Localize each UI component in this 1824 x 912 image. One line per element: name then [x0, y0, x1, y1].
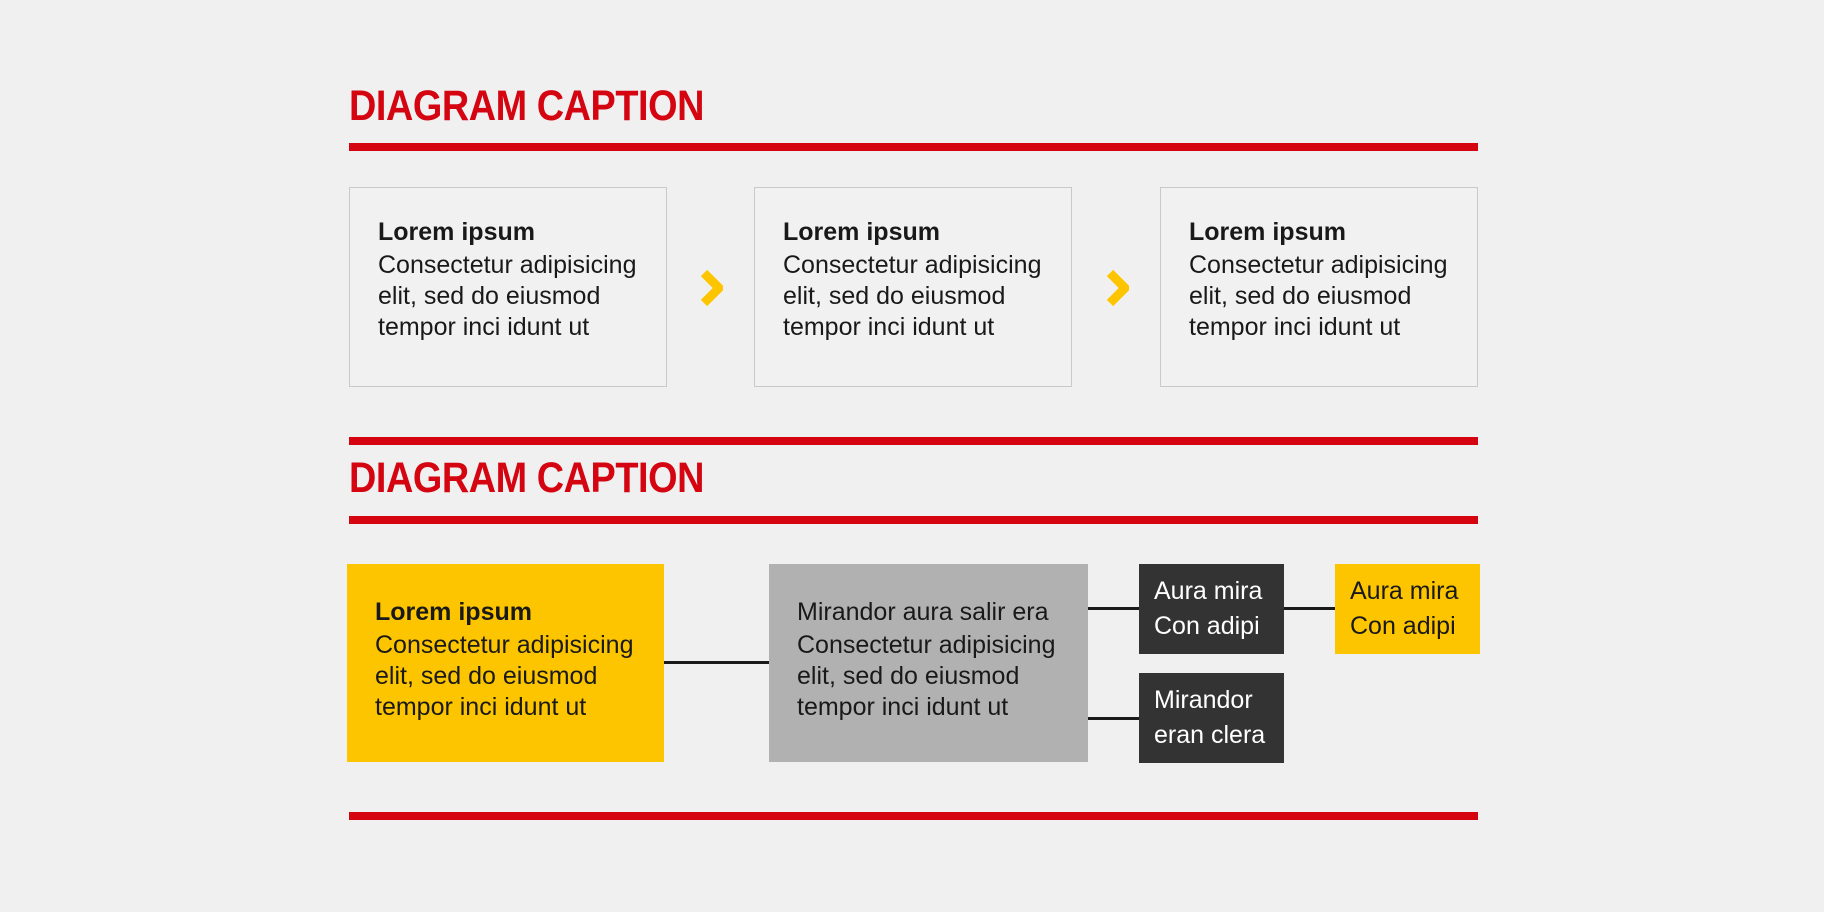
step-text-line: elit, sed do eiusmod [378, 282, 601, 310]
process-step-1: Lorem ipsum Consectetur adipisicing elit… [349, 187, 667, 387]
step-text-line: elit, sed do eiusmod [783, 282, 1006, 310]
step-text-line: Consectetur adipisicing [783, 251, 1042, 279]
connector-line [664, 661, 769, 664]
red-rule-top [349, 143, 1478, 151]
process-step-3: Lorem ipsum Consectetur adipisicing elit… [1160, 187, 1478, 387]
chevron-right-icon [1106, 269, 1129, 307]
flow-branch-top-child-node: Aura mira Con adipi [1335, 564, 1480, 654]
flow-branch-bottom-node: Mirandor eran clera [1139, 673, 1284, 763]
node-text-line: Mirandor [1154, 686, 1253, 714]
red-rule-middle-lower [349, 516, 1478, 524]
step-title: Lorem ipsum [1189, 218, 1346, 246]
node-text-line: Aura mira [1350, 577, 1459, 605]
node-text-line: Con adipi [1350, 612, 1456, 640]
step-title: Lorem ipsum [378, 218, 535, 246]
step-text-line: tempor inci idunt ut [783, 313, 995, 341]
connector-line [1088, 607, 1139, 610]
connector-line [1284, 607, 1335, 610]
node-text-line: tempor inci idunt ut [797, 693, 1009, 721]
connector-line [1088, 717, 1139, 720]
flow-middle-node: Mirandor aura salir era Consectetur adip… [769, 564, 1088, 762]
red-rule-middle-upper [349, 437, 1478, 445]
node-text-line: Mirandor aura salir era [797, 598, 1049, 626]
red-rule-bottom [349, 812, 1478, 820]
node-text-line: elit, sed do eiusmod [797, 662, 1020, 690]
step-text-line: Consectetur adipisicing [1189, 251, 1448, 279]
node-text-line: tempor inci idunt ut [375, 693, 587, 721]
node-text-line: elit, sed do eiusmod [375, 662, 598, 690]
diagram-caption-2: DIAGRAM CAPTION [349, 454, 704, 502]
node-title: Lorem ipsum [375, 598, 532, 626]
node-text-line: Aura mira [1154, 577, 1263, 605]
node-text-line: Consectetur adipisicing [797, 631, 1056, 659]
flow-branch-top-node: Aura mira Con adipi [1139, 564, 1284, 654]
step-text-line: tempor inci idunt ut [378, 313, 590, 341]
process-step-2: Lorem ipsum Consectetur adipisicing elit… [754, 187, 1072, 387]
node-text-line: eran clera [1154, 721, 1266, 749]
diagram-caption-1: DIAGRAM CAPTION [349, 82, 704, 130]
chevron-right-icon [700, 269, 723, 307]
step-text-line: elit, sed do eiusmod [1189, 282, 1412, 310]
node-text-line: Consectetur adipisicing [375, 631, 634, 659]
step-text-line: tempor inci idunt ut [1189, 313, 1401, 341]
flow-start-node: Lorem ipsum Consectetur adipisicing elit… [347, 564, 664, 762]
step-title: Lorem ipsum [783, 218, 940, 246]
step-text-line: Consectetur adipisicing [378, 251, 637, 279]
node-text-line: Con adipi [1154, 612, 1260, 640]
